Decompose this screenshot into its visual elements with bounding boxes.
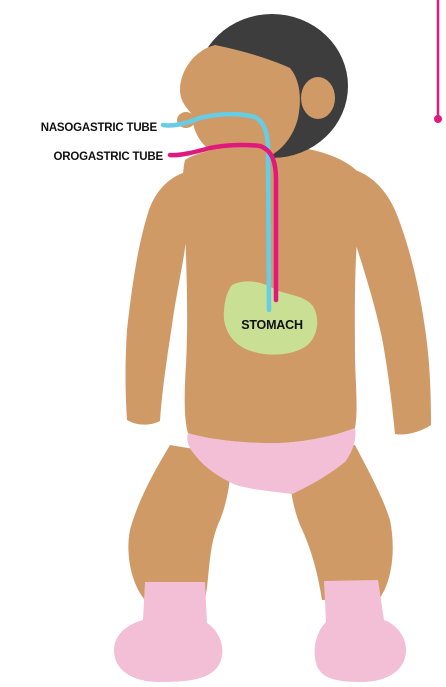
left-bootie [114, 582, 222, 682]
left-arm [126, 172, 187, 425]
right-bootie [315, 580, 406, 682]
label-stomach: STOMACH [241, 318, 303, 332]
label-orogastric-tube: OROGASTRIC TUBE [54, 151, 164, 163]
ear [301, 77, 335, 119]
right-arm [355, 170, 431, 435]
label-nasogastric-tube: NASOGASTRIC TUBE [41, 122, 158, 134]
booties [114, 580, 406, 682]
callout-marker [434, 0, 442, 123]
